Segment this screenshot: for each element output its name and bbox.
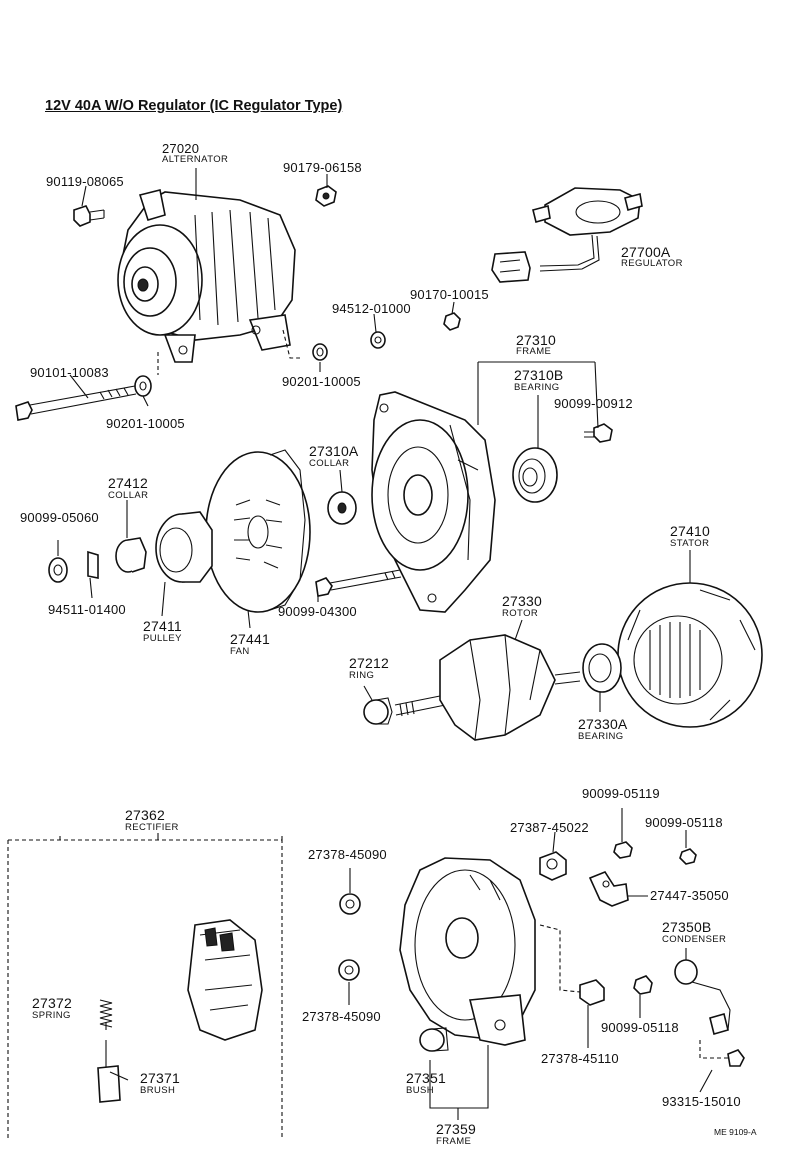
part-number-27378-45090-b: 27378-45090: [302, 1009, 381, 1024]
part-number-90099-05060: 90099-05060: [20, 510, 99, 525]
part-number-27378-45090-a: 27378-45090: [308, 847, 387, 862]
washer-90201b-drawing: [134, 375, 152, 397]
bearing-27330a-drawing: [582, 643, 622, 693]
part-name-rotor: ROTOR: [502, 608, 539, 619]
plate-27447-drawing: [588, 871, 629, 907]
part-number-27212: 27212: [349, 655, 389, 671]
brush-27371-drawing: [97, 1040, 121, 1103]
figure-code: ME 9109-A: [714, 1127, 757, 1137]
diagram-title: 12V 40A W/O Regulator (IC Regulator Type…: [45, 98, 343, 114]
part-number-27372: 27372: [32, 995, 72, 1011]
rotor-drawing: [394, 634, 581, 741]
part-name-bearing-27310b: BEARING: [514, 382, 560, 393]
part-number-90099-05119: 90099-05119: [582, 786, 660, 801]
part-number-27411: 27411: [143, 618, 182, 634]
collar-27412-drawing: [115, 537, 147, 573]
stator-drawing: [617, 582, 763, 728]
part-number-27330a: 27330A: [578, 716, 628, 732]
regulator-drawing: [491, 187, 643, 283]
ring-27212-drawing: [363, 697, 393, 725]
part-name-alternator: ALTERNATOR: [162, 154, 229, 165]
part-number-90099-04300: 90099-04300: [278, 604, 357, 619]
part-number-94512-01000: 94512-01000: [332, 301, 411, 316]
condenser-drawing: [674, 959, 731, 1035]
part-name-brush: BRUSH: [140, 1085, 176, 1096]
alternator-drawing: [117, 189, 300, 375]
part-number-27359: 27359: [436, 1121, 476, 1137]
part-number-90179-06158: 90179-06158: [283, 160, 362, 175]
part-number-94511-01400: 94511-01400: [48, 602, 126, 617]
part-number-27410: 27410: [670, 523, 710, 539]
part-number-90099-05118-a: 90099-05118: [645, 815, 723, 830]
part-name-regulator: REGULATOR: [621, 258, 683, 269]
part-name-collar-27310a: COLLAR: [309, 458, 350, 469]
part-number-90101-10083: 90101-10083: [30, 365, 109, 380]
bearing-27310b-drawing: [512, 447, 558, 503]
collar-27310a-drawing: [327, 491, 357, 525]
part-name-collar-27412: COLLAR: [108, 490, 149, 501]
part-name-bearing-27330a: BEARING: [578, 731, 624, 742]
part-number-27700a: 27700A: [621, 244, 671, 260]
nut-90099-05119-drawing: [613, 841, 633, 859]
bolt-90119-drawing: [73, 205, 105, 227]
part-number-90099-00912: 90099-00912: [554, 396, 633, 411]
part-number-27412: 27412: [108, 475, 148, 491]
part-number-93315-15010: 93315-15010: [662, 1094, 741, 1109]
washer-90201a-drawing: [312, 343, 328, 361]
washer-94511-drawing: [87, 550, 99, 579]
part-number-90201-10005-b: 90201-10005: [106, 416, 185, 431]
part-name-stator: STATOR: [670, 538, 710, 549]
part-number-27330: 27330: [502, 593, 542, 609]
washer-94512-drawing: [370, 331, 386, 349]
part-name-frame-27359: FRAME: [436, 1136, 472, 1147]
part-name-fan: FAN: [230, 646, 250, 657]
part-name-rectifier: RECTIFIER: [125, 822, 179, 833]
part-name-frame-27310: FRAME: [516, 346, 552, 357]
screw-90099-00912-drawing: [584, 423, 613, 443]
nut-90170-drawing: [443, 312, 461, 331]
part-number-27310a: 27310A: [309, 443, 359, 459]
part-number-27362: 27362: [125, 807, 165, 823]
insulator-27387-drawing: [539, 851, 567, 881]
part-number-90099-05118-b: 90099-05118: [601, 1020, 679, 1035]
bolt-90099-04300-drawing: [315, 569, 402, 597]
frame-27310-drawing: [371, 391, 496, 613]
insulator-27378-45090a-drawing: [339, 893, 361, 915]
fan-drawing: [205, 449, 311, 613]
part-name-ring: RING: [349, 670, 375, 681]
part-number-27378-45110: 27378-45110: [541, 1051, 619, 1066]
part-name-bush: BUSH: [406, 1085, 434, 1096]
part-number-27310b: 27310B: [514, 367, 564, 383]
nut-90099-05118b-drawing: [633, 975, 653, 995]
insulator-27378-45110-drawing: [539, 924, 605, 1006]
part-name-pulley: PULLEY: [143, 633, 182, 644]
part-number-90119-08065: 90119-08065: [46, 174, 124, 189]
part-number-27447-35050: 27447-35050: [650, 888, 729, 903]
part-number-27020: 27020: [162, 141, 200, 156]
nut-90179-drawing: [315, 185, 337, 207]
part-name-spring: SPRING: [32, 1010, 71, 1021]
screw-93315-drawing: [699, 1040, 745, 1067]
part-number-27371: 27371: [140, 1070, 180, 1086]
part-name-condenser: CONDENSER: [662, 934, 727, 945]
pulley-drawing: [155, 511, 213, 583]
bolt-90101-drawing: [15, 385, 137, 421]
part-number-27310: 27310: [516, 332, 556, 348]
nut-90099-05060-drawing: [48, 557, 68, 583]
frame-27359-drawing: [399, 857, 536, 1046]
part-number-90170-10015: 90170-10015: [410, 287, 489, 302]
part-number-90201-10005-a: 90201-10005: [282, 374, 361, 389]
nut-90099-05118a-drawing: [679, 848, 697, 865]
bush-27351-drawing: [419, 1027, 449, 1052]
leader-lines: [57, 168, 713, 1120]
part-number-27351: 27351: [406, 1070, 446, 1086]
part-number-27350b: 27350B: [662, 919, 712, 935]
part-number-27441: 27441: [230, 631, 270, 647]
rectifier-drawing: [187, 919, 263, 1041]
part-number-27387-45022: 27387-45022: [510, 820, 589, 835]
insulator-27378-45090b-drawing: [338, 959, 360, 981]
